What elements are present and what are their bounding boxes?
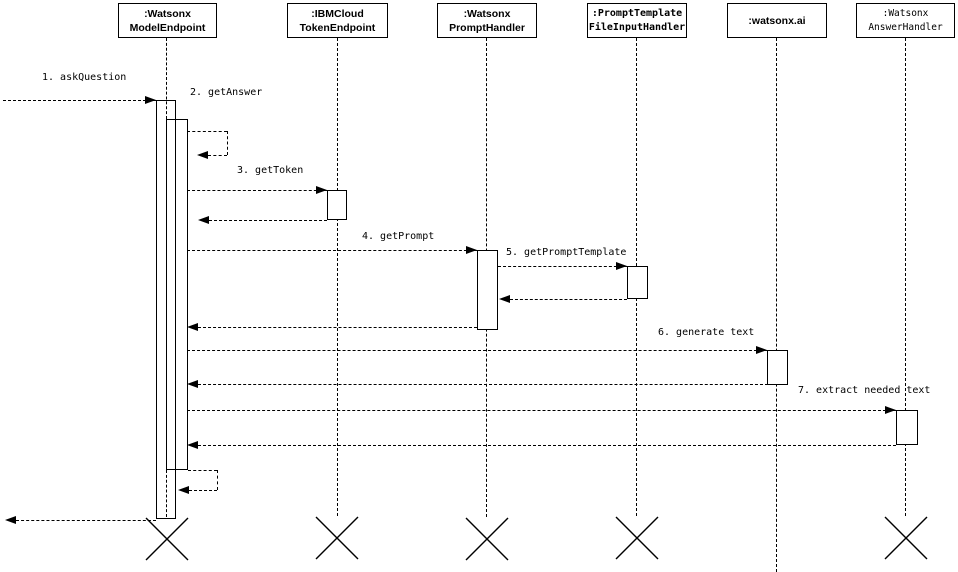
arrowhead-icon: [885, 406, 896, 414]
destruction-cross-icon: [615, 516, 659, 560]
message-label-get-prompt-template: 5. getPromptTemplate: [506, 247, 627, 258]
arrowhead-icon: [197, 151, 208, 159]
participant-label: FileInputHandler: [588, 21, 686, 33]
message-line-get-token: [187, 190, 327, 191]
return-line-generate-text: [198, 384, 768, 385]
participant-label: ModelEndpoint: [129, 21, 206, 34]
arrowhead-icon: [145, 96, 156, 104]
message-line-ask-question: [3, 100, 156, 101]
destruction-cross-icon: [315, 516, 359, 560]
participant-watsonx-answer-handler: :Watsonx AnswerHandler: [856, 3, 955, 38]
message-label-get-token: 3. getToken: [237, 165, 304, 176]
lifeline-ibmcloud-token-endpoint: [337, 38, 338, 516]
lifeline-watsonx-ai: [776, 38, 777, 572]
participant-watsonx-model-endpoint: :Watsonx ModelEndpoint: [118, 3, 217, 38]
arrowhead-icon: [178, 486, 189, 494]
activation-watsonx-ai: [767, 350, 788, 385]
message-line-get-answer: [187, 131, 227, 132]
arrowhead-icon: [187, 323, 198, 331]
return-line-get-token: [209, 220, 327, 221]
participant-label: :Watsonx: [463, 7, 511, 20]
participant-label: :Watsonx: [144, 7, 191, 20]
destruction-cross-icon: [884, 516, 928, 560]
activation-answer-handler: [896, 410, 918, 445]
message-line-generate-text: [187, 350, 767, 351]
return-line-get-prompt: [198, 327, 477, 328]
message-line-get-prompt: [187, 250, 477, 251]
arrowhead-icon: [187, 441, 198, 449]
activation-file-input-handler: [627, 266, 648, 299]
message-line-get-prompt-template: [498, 266, 627, 267]
arrowhead-icon: [316, 186, 327, 194]
participant-label: :watsonx.ai: [748, 14, 806, 27]
arrowhead-icon: [198, 216, 209, 224]
arrowhead-icon: [187, 380, 198, 388]
participant-label: :Watsonx: [882, 7, 929, 19]
participant-label: :IBMCloud: [311, 7, 364, 20]
message-line-get-answer: [208, 155, 227, 156]
return-line-get-prompt-template: [510, 299, 627, 300]
participant-label: PromptHandler: [449, 21, 525, 34]
destruction-cross-icon: [145, 517, 189, 561]
message-line-extract-needed-text: [187, 410, 896, 411]
arrowhead-icon: [5, 516, 16, 524]
participant-ibmcloud-token-endpoint: :IBMCloud TokenEndpoint: [287, 3, 388, 38]
return-line-extract-needed-text: [198, 445, 896, 446]
activation-model-endpoint-outer: [156, 100, 176, 519]
lifeline-watsonx-model-endpoint: [166, 38, 167, 119]
participant-label: :PromptTemplate: [591, 7, 683, 19]
destruction-cross-icon: [465, 517, 509, 561]
arrowhead-icon: [756, 346, 767, 354]
message-label-extract-needed-text: 7. extract needed text: [798, 385, 931, 396]
return-line-get-answer: [217, 470, 218, 490]
message-line-get-answer: [227, 131, 228, 155]
activation-prompt-handler: [477, 250, 498, 330]
participant-watsonx-ai: :watsonx.ai: [727, 3, 827, 38]
participant-prompt-template-file-handler: :PromptTemplate FileInputHandler: [587, 3, 687, 38]
activation-model-endpoint-inner: [166, 119, 188, 470]
message-label-generate-text: 6. generate text: [658, 327, 755, 338]
lifeline-watsonx-model-endpoint: [166, 470, 167, 517]
return-line-get-answer: [189, 490, 217, 491]
participant-label: AnswerHandler: [868, 21, 943, 33]
lifeline-watsonx-answer-handler: [905, 38, 906, 516]
arrowhead-icon: [466, 246, 477, 254]
message-label-get-answer: 2. getAnswer: [190, 87, 263, 98]
arrowhead-icon: [499, 295, 510, 303]
arrowhead-icon: [616, 262, 627, 270]
participant-watsonx-prompt-handler: :Watsonx PromptHandler: [437, 3, 537, 38]
participant-label: TokenEndpoint: [299, 21, 376, 34]
message-label-ask-question: 1. askQuestion: [42, 72, 127, 83]
return-line-ask-question: [16, 520, 156, 521]
activation-token-endpoint: [327, 190, 347, 220]
return-line-get-answer: [188, 470, 217, 471]
message-label-get-prompt: 4. getPrompt: [362, 231, 435, 242]
